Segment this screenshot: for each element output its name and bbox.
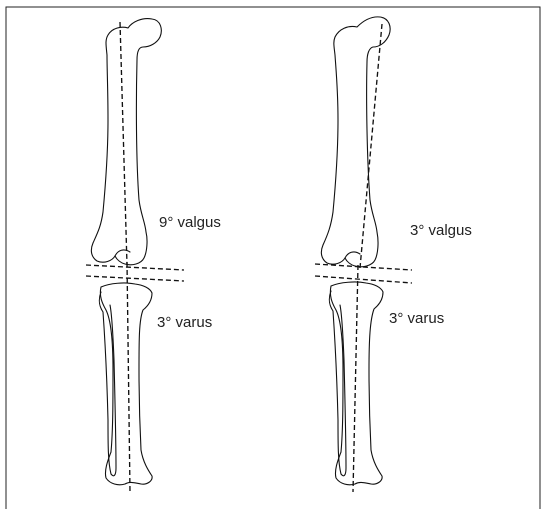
left-lower-joint-line [86, 276, 184, 281]
right-lower-joint-line [315, 276, 412, 283]
right-femur [321, 17, 390, 267]
right-femur-valgus-label: 3° valgus [410, 222, 472, 239]
right-tibia-varus-label: 3° varus [389, 310, 444, 327]
right-femur-condyle-line [345, 252, 360, 258]
right-tibia-axis [353, 265, 358, 492]
right-leg [315, 17, 412, 492]
right-upper-joint-line [315, 264, 412, 270]
left-femur-axis [120, 22, 127, 265]
left-tibia-axis [127, 262, 130, 492]
left-upper-joint-line [86, 265, 184, 270]
figure-border [6, 7, 540, 509]
left-femur-valgus-label: 9° valgus [159, 214, 221, 231]
left-leg [86, 19, 184, 492]
right-femur-axis [360, 24, 382, 268]
left-tibia-varus-label: 3° varus [157, 314, 212, 331]
left-femur-condyle-line [115, 250, 130, 256]
left-femur [91, 19, 161, 265]
